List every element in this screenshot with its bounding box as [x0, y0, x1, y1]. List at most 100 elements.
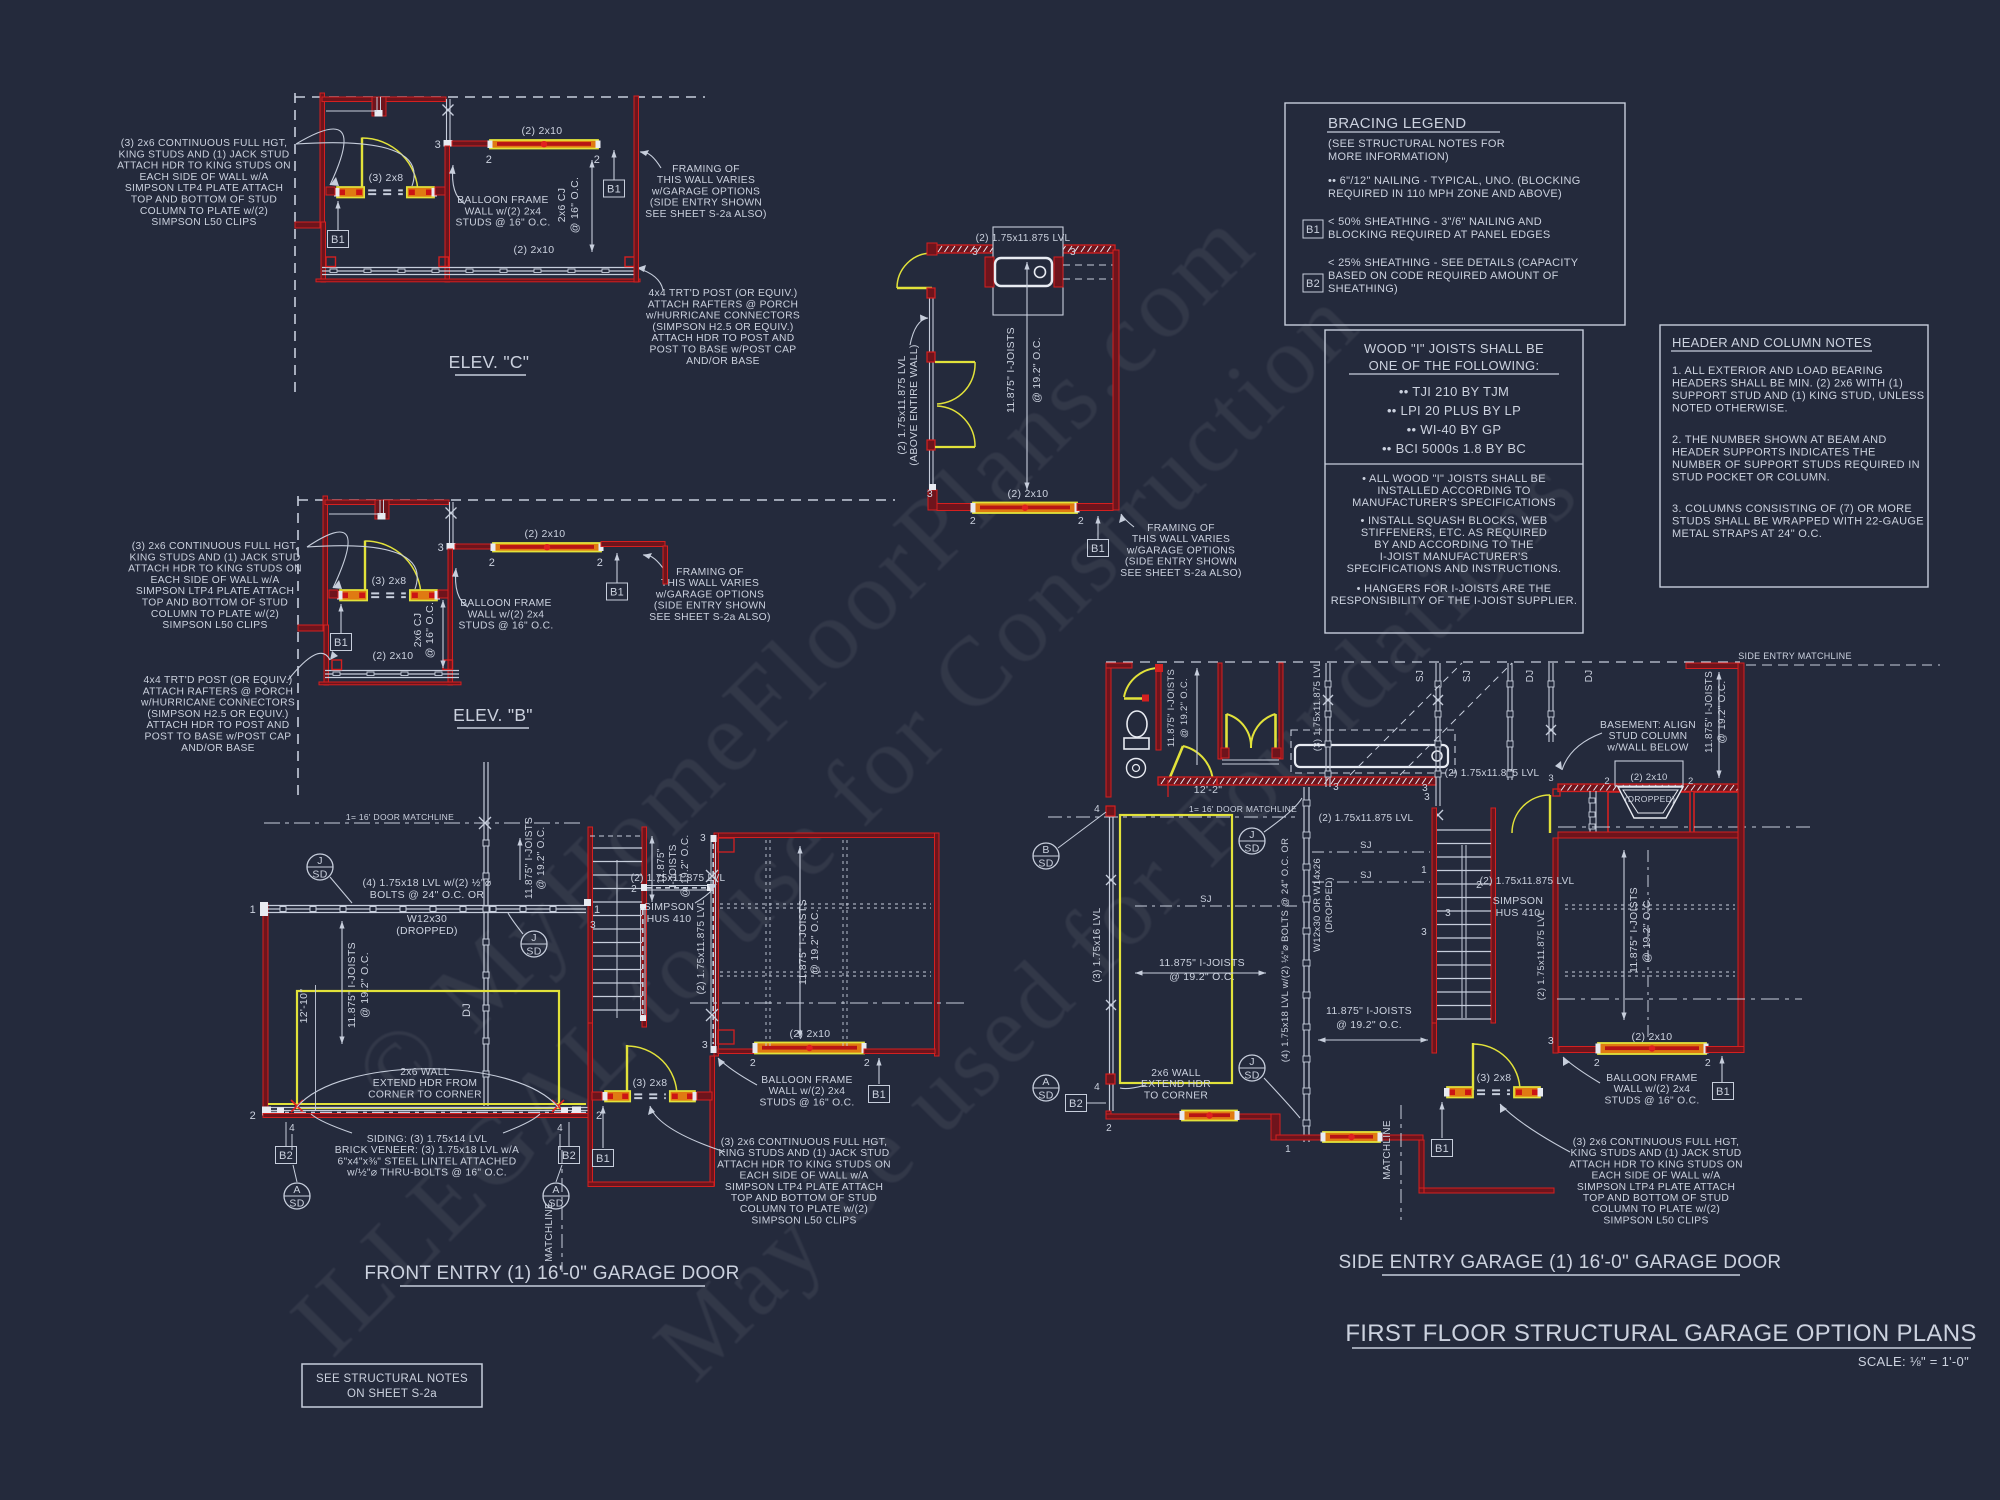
svg-text:• INSTALL SQUASH BLOCKS, WEB: • INSTALL SQUASH BLOCKS, WEB	[1360, 515, 1547, 527]
svg-text:WALL w/(2) 2x4: WALL w/(2) 2x4	[769, 1086, 846, 1097]
svg-text:(2) 2x10: (2) 2x10	[1630, 772, 1667, 783]
svg-text:B1: B1	[331, 234, 345, 246]
svg-text:4: 4	[557, 1123, 563, 1134]
svg-text:EACH SIDE OF WALL w/A: EACH SIDE OF WALL w/A	[739, 1171, 868, 1182]
svg-text:SD: SD	[526, 946, 541, 958]
svg-text:AND/OR BASE: AND/OR BASE	[181, 743, 255, 754]
svg-text:(2) 1.75x11.875 LVL: (2) 1.75x11.875 LVL	[631, 873, 726, 884]
svg-text:HEADER SUPPORTS INDICATES THE: HEADER SUPPORTS INDICATES THE	[1672, 447, 1876, 459]
svg-text:SD: SD	[1244, 843, 1259, 855]
svg-text:MORE INFORMATION): MORE INFORMATION)	[1328, 151, 1449, 163]
svg-text:MATCHLINE: MATCHLINE	[1382, 1120, 1393, 1180]
svg-text:SJ: SJ	[1360, 870, 1372, 881]
svg-text:2: 2	[1705, 1057, 1711, 1069]
svg-text:1: 1	[250, 904, 256, 916]
svg-text:B1: B1	[334, 637, 348, 649]
svg-text:SIMPSON LTP4 PLATE ATTACH: SIMPSON LTP4 PLATE ATTACH	[125, 183, 283, 194]
svg-text:@ 19.2" O.C.: @ 19.2" O.C.	[1169, 971, 1235, 983]
svg-text:KING STUDS AND (1) JACK STUD: KING STUDS AND (1) JACK STUD	[1571, 1148, 1742, 1159]
svg-text:2: 2	[1476, 880, 1482, 891]
svg-text:COLUMN TO PLATE w/(2): COLUMN TO PLATE w/(2)	[151, 609, 279, 620]
svg-text:(4) 1.75x18 LVL w/(2) ½"⌀: (4) 1.75x18 LVL w/(2) ½"⌀	[362, 877, 491, 889]
svg-text:FRAMING OF: FRAMING OF	[672, 164, 740, 175]
svg-text:COLUMN TO PLATE w/(2): COLUMN TO PLATE w/(2)	[1592, 1204, 1720, 1215]
svg-text:ATTACH HDR TO KING STUDS ON: ATTACH HDR TO KING STUDS ON	[117, 161, 291, 172]
svg-text:ATTACH HDR TO KING STUDS ON: ATTACH HDR TO KING STUDS ON	[128, 564, 302, 575]
svg-text:STIFFENERS, ETC. AS REQUIRED: STIFFENERS, ETC. AS REQUIRED	[1361, 527, 1547, 539]
svg-text:4: 4	[1094, 1082, 1100, 1093]
svg-text:(2) 1.75x11.875 LVL: (2) 1.75x11.875 LVL	[896, 355, 908, 454]
svg-text:DJ: DJ	[1584, 670, 1595, 683]
svg-text:w/HURRICANE CONNECTORS: w/HURRICANE CONNECTORS	[645, 311, 800, 322]
svg-text:SEE STRUCTURAL NOTES: SEE STRUCTURAL NOTES	[316, 1373, 468, 1385]
svg-text:3: 3	[1548, 773, 1554, 784]
svg-text:WALL w/(2) 2x4: WALL w/(2) 2x4	[465, 206, 542, 217]
svg-text:w/GARAGE OPTIONS: w/GARAGE OPTIONS	[655, 589, 764, 600]
svg-text:2x6 CJ: 2x6 CJ	[412, 613, 424, 647]
svg-text:POST TO BASE w/POST CAP: POST TO BASE w/POST CAP	[650, 345, 797, 356]
svg-text:SD: SD	[1038, 858, 1053, 870]
svg-text:SIMPSON LTP4 PLATE ATTACH: SIMPSON LTP4 PLATE ATTACH	[136, 586, 294, 597]
svg-text:(3) 2x6 CONTINUOUS FULL HGT,: (3) 2x6 CONTINUOUS FULL HGT,	[721, 1137, 888, 1148]
svg-text:@ 19.2" O.C.: @ 19.2" O.C.	[1031, 337, 1043, 403]
svg-text:(3) 2x6 CONTINUOUS FULL HGT,: (3) 2x6 CONTINUOUS FULL HGT,	[1573, 1137, 1740, 1148]
svg-text:BRICK VENEER: (3) 1.75x18 LVL: BRICK VENEER: (3) 1.75x18 LVL w/A	[335, 1145, 519, 1156]
svg-text:4x4 TRT'D POST (OR EQUIV.): 4x4 TRT'D POST (OR EQUIV.)	[649, 288, 798, 299]
svg-text:3: 3	[1445, 908, 1451, 919]
svg-text:2. THE NUMBER SHOWN AT BEAM AN: 2. THE NUMBER SHOWN AT BEAM AND	[1672, 434, 1887, 446]
svg-text:SIMPSON L50 CLIPS: SIMPSON L50 CLIPS	[751, 1215, 856, 1226]
svg-text:11.875" I-JOISTS: 11.875" I-JOISTS	[524, 817, 535, 899]
svg-text:4x4 TRT'D POST (OR EQUIV.): 4x4 TRT'D POST (OR EQUIV.)	[144, 675, 293, 686]
svg-text:ATTACH HDR TO KING STUDS ON: ATTACH HDR TO KING STUDS ON	[1569, 1159, 1743, 1170]
svg-text:SJ: SJ	[1360, 840, 1372, 851]
svg-text:NUMBER OF SUPPORT STUDS REQUIR: NUMBER OF SUPPORT STUDS REQUIRED IN	[1672, 459, 1920, 471]
svg-text:EACH SIDE OF WALL w/A: EACH SIDE OF WALL w/A	[1591, 1171, 1720, 1182]
svg-text:FIRST FLOOR STRUCTURAL GARAGE: FIRST FLOOR STRUCTURAL GARAGE OPTION PLA…	[1345, 1320, 1976, 1347]
svg-text:SIMPSON L50 CLIPS: SIMPSON L50 CLIPS	[151, 217, 256, 228]
svg-text:FRAMING OF: FRAMING OF	[1147, 523, 1215, 534]
svg-text:I-JOIST MANUFACTURER'S: I-JOIST MANUFACTURER'S	[1380, 551, 1528, 563]
svg-text:1= 16' DOOR MATCHLINE: 1= 16' DOOR MATCHLINE	[1189, 804, 1297, 814]
svg-text:NOTED OTHERWISE.: NOTED OTHERWISE.	[1672, 403, 1788, 415]
svg-text:B1: B1	[1306, 224, 1320, 236]
svg-text:(2) 1.75x11.875 LVL: (2) 1.75x11.875 LVL	[1445, 768, 1540, 779]
svg-text:BASEMENT: ALIGN: BASEMENT: ALIGN	[1600, 720, 1696, 731]
svg-text:EACH SIDE OF WALL w/A: EACH SIDE OF WALL w/A	[139, 172, 268, 183]
svg-text:@ 19.2" O.C.: @ 19.2" O.C.	[1717, 681, 1728, 744]
svg-text:WOOD "I" JOISTS SHALL BE: WOOD "I" JOISTS SHALL BE	[1364, 341, 1544, 356]
svg-text:B1: B1	[872, 1089, 886, 1101]
svg-text:ELEV. "C": ELEV. "C"	[449, 352, 530, 372]
svg-text:SIMPSON L50 CLIPS: SIMPSON L50 CLIPS	[1603, 1215, 1708, 1226]
svg-text:(4) 1.75x18 LVL w/(2) ½"⌀ BOLT: (4) 1.75x18 LVL w/(2) ½"⌀ BOLTS @ 24" O.…	[1280, 838, 1291, 1062]
svg-text:12'-10": 12'-10"	[298, 989, 310, 1024]
svg-text:(SIDE ENTRY SHOWN: (SIDE ENTRY SHOWN	[650, 198, 762, 209]
svg-text:STUDS @ 16" O.C.: STUDS @ 16" O.C.	[759, 1097, 854, 1108]
svg-text:(3) 1.75x16 LVL: (3) 1.75x16 LVL	[1092, 907, 1103, 982]
svg-text:B2: B2	[1069, 1098, 1083, 1110]
svg-text:2x6 WALL: 2x6 WALL	[1151, 1068, 1201, 1079]
svg-text:(SIMPSON H2.5 OR EQUIV.): (SIMPSON H2.5 OR EQUIV.)	[147, 709, 288, 720]
svg-text:3: 3	[590, 920, 596, 931]
svg-text:AND/OR BASE: AND/OR BASE	[686, 356, 760, 367]
svg-text:B1: B1	[610, 586, 624, 598]
svg-text:KING STUDS AND (1) JACK STUD: KING STUDS AND (1) JACK STUD	[119, 149, 290, 160]
svg-text:EACH SIDE OF WALL w/A: EACH SIDE OF WALL w/A	[150, 575, 279, 586]
svg-text:2: 2	[1594, 1057, 1600, 1069]
svg-text:11.875" I-JOISTS: 11.875" I-JOISTS	[1005, 327, 1017, 413]
svg-text:B2: B2	[562, 1150, 576, 1162]
svg-text:3: 3	[1421, 927, 1427, 938]
svg-text:ATTACH HDR TO POST AND: ATTACH HDR TO POST AND	[147, 720, 290, 731]
svg-text:BLOCKING REQUIRED AT PANEL EDG: BLOCKING REQUIRED AT PANEL EDGES	[1328, 229, 1551, 241]
svg-text:W12x30 OR W14x26: W12x30 OR W14x26	[1312, 858, 1323, 952]
svg-text:(2) 2x10: (2) 2x10	[522, 125, 563, 137]
svg-text:4: 4	[289, 1123, 295, 1134]
svg-text:WALL w/(2) 2x4: WALL w/(2) 2x4	[468, 609, 545, 620]
svg-text:•• TJI 210 BY TJM: •• TJI 210 BY TJM	[1399, 384, 1509, 399]
svg-text:B1: B1	[1716, 1086, 1730, 1098]
svg-text:SEE SHEET S-2a ALSO): SEE SHEET S-2a ALSO)	[649, 612, 770, 623]
svg-text:J: J	[317, 855, 323, 867]
svg-text:(2) 1.75x11.875 LVL: (2) 1.75x11.875 LVL	[696, 899, 707, 994]
svg-text:(2) 1.75x11.875 LVL: (2) 1.75x11.875 LVL	[976, 233, 1071, 244]
svg-text:2: 2	[864, 1057, 870, 1069]
svg-text:STUDS @ 16" O.C.: STUDS @ 16" O.C.	[1604, 1095, 1699, 1106]
